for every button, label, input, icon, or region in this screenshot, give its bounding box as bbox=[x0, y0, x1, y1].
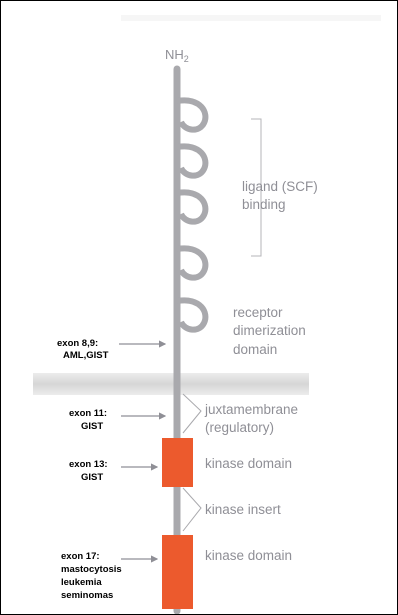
ig-loop-1 bbox=[176, 97, 209, 133]
exon-17-disease-3: seminomas bbox=[61, 590, 113, 601]
cell-membrane bbox=[33, 373, 309, 395]
exon-17-label: exon 17: bbox=[61, 551, 100, 562]
ligand-binding-label-1: ligand (SCF) bbox=[242, 179, 318, 194]
dimerization-label-2: dimerization bbox=[233, 323, 306, 338]
juxtamembrane-label-2: (regulatory) bbox=[205, 420, 274, 435]
kinase-insert-label: kinase insert bbox=[205, 502, 281, 517]
kinase-insert-chevron bbox=[182, 487, 202, 532]
exon-8-9-disease: AML,GIST bbox=[63, 350, 109, 361]
kinase-domain-label-2: kinase domain bbox=[205, 548, 292, 563]
dimerization-label-3: domain bbox=[233, 342, 277, 357]
ig-loop-2 bbox=[176, 143, 209, 179]
exon-11-label: exon 11: bbox=[69, 408, 107, 419]
ig-loop-4 bbox=[176, 245, 209, 281]
exon-arrows bbox=[119, 340, 167, 563]
ig-loop-5 bbox=[176, 297, 209, 333]
exon-17-disease-1: mastocytosis bbox=[61, 564, 122, 575]
exon-11-disease: GIST bbox=[81, 421, 103, 432]
ig-like-loops bbox=[176, 97, 209, 333]
ligand-binding-bracket bbox=[251, 118, 262, 257]
juxtamembrane-chevron bbox=[182, 393, 202, 434]
kinase-domain-box-1 bbox=[162, 438, 193, 487]
nh2-terminus-label: NH2 bbox=[165, 47, 189, 64]
ig-loop-3 bbox=[176, 189, 209, 225]
top-strip bbox=[121, 15, 381, 21]
exon-13-label: exon 13: bbox=[69, 459, 108, 470]
juxtamembrane-label-1: juxtamembrane bbox=[204, 402, 298, 417]
ligand-binding-label-2: binding bbox=[242, 197, 286, 212]
exon-13-disease: GIST bbox=[81, 472, 103, 483]
exon-17-disease-2: leukemia bbox=[61, 577, 102, 588]
dimerization-label-1: receptor bbox=[233, 305, 283, 320]
exon-8-9-label: exon 8,9: bbox=[57, 338, 98, 349]
kinase-domain-box-2 bbox=[162, 535, 193, 609]
kinase-domain-label-1: kinase domain bbox=[205, 456, 292, 471]
